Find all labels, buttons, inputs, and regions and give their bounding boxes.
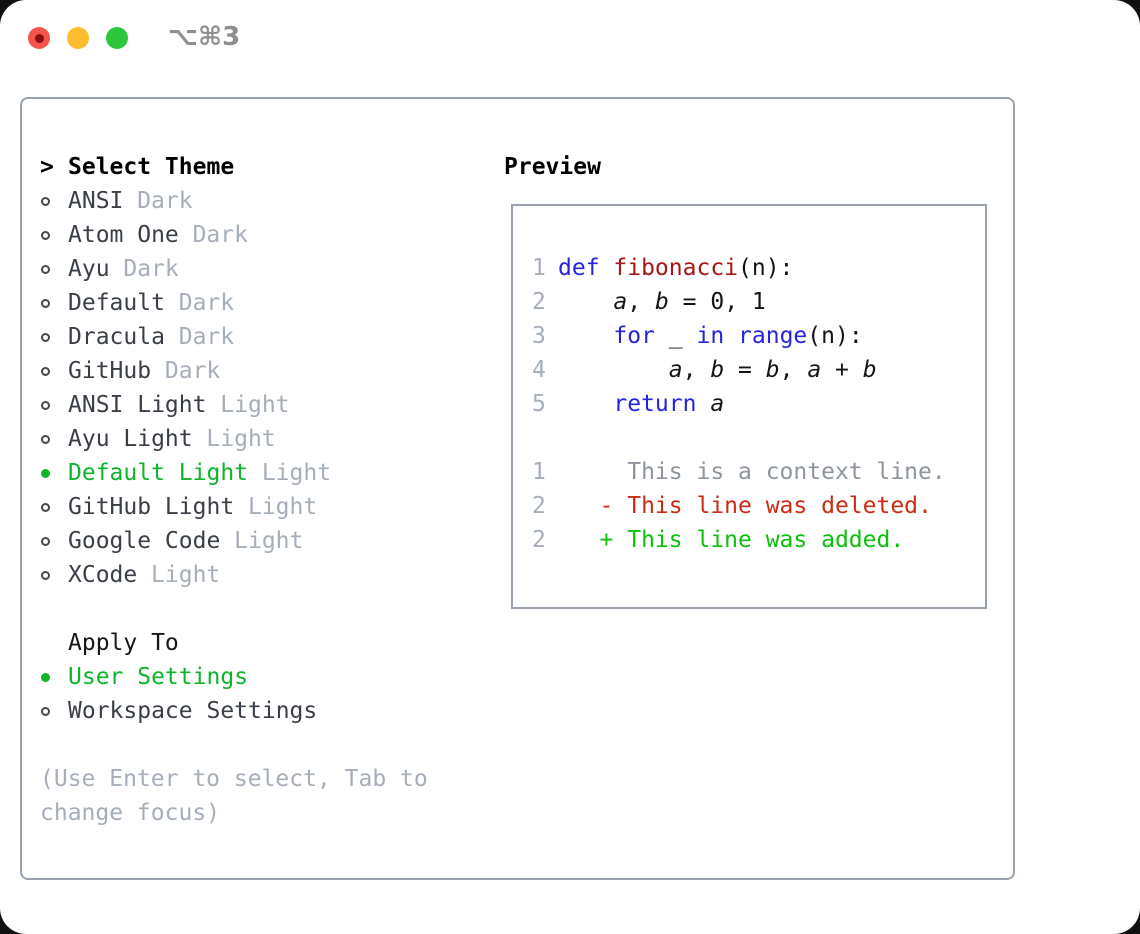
theme-option[interactable]: Ayu Light Light <box>40 422 452 456</box>
line-number: 2 <box>532 527 546 553</box>
radio-selected-icon <box>41 468 50 478</box>
titlebar: ⌥⌘3 <box>0 0 1140 97</box>
blank-line <box>532 421 985 455</box>
option-label: GitHub Light <box>68 494 235 520</box>
code-line: 5 return a <box>532 387 985 421</box>
spacer <box>40 728 452 762</box>
theme-option[interactable]: GitHub Dark <box>40 354 452 388</box>
theme-option[interactable]: XCode Light <box>40 558 452 592</box>
radio-icon <box>41 400 50 410</box>
line-number: 3 <box>532 323 546 349</box>
radio-icon <box>41 502 50 512</box>
code-line: 3 for _ in range(n): <box>532 319 985 353</box>
line-number: 1 <box>532 459 546 485</box>
diff-preview: 1 This is a context line.2 - This line w… <box>532 455 985 557</box>
theme-option[interactable]: Google Code Light <box>40 524 452 558</box>
apply-option[interactable]: Workspace Settings <box>40 694 452 728</box>
diff-line: 2 + This line was added. <box>532 523 985 557</box>
option-label: XCode <box>68 562 138 588</box>
option-label: Atom One <box>68 222 179 248</box>
theme-option[interactable]: Default Light Light <box>40 456 452 490</box>
theme-option[interactable]: GitHub Light Light <box>40 490 452 524</box>
minimize-button[interactable] <box>67 27 89 49</box>
option-label: Default <box>68 290 165 316</box>
select-theme-header-row: > Select Theme <box>40 150 452 184</box>
code-line: 4 a, b = b, a + b <box>532 353 985 387</box>
option-label: Default Light <box>68 460 249 486</box>
theme-option[interactable]: Ayu Dark <box>40 252 452 286</box>
theme-variant-tag: Light <box>151 562 221 588</box>
theme-option[interactable]: Atom One Dark <box>40 218 452 252</box>
option-label: User Settings <box>68 664 249 690</box>
line-number: 4 <box>532 357 546 383</box>
zoom-button[interactable] <box>106 27 128 49</box>
theme-variant-tag: Dark <box>192 222 248 248</box>
radio-icon <box>41 230 50 240</box>
diff-line: 1 This is a context line. <box>532 455 985 489</box>
theme-variant-tag: Light <box>206 426 276 452</box>
option-label: Ayu Light <box>68 426 193 452</box>
apply-to-title: Apply To <box>68 630 179 656</box>
radio-icon <box>41 298 50 308</box>
close-dot-icon <box>34 33 44 43</box>
theme-variant-tag: Light <box>220 392 290 418</box>
help-text: (Use Enter to select, Tab to change focu… <box>40 766 428 826</box>
theme-variant-tag: Dark <box>123 256 179 282</box>
theme-variant-tag: Dark <box>137 188 193 214</box>
option-label: Dracula <box>68 324 165 350</box>
preview-title: Preview <box>504 154 601 180</box>
line-number: 5 <box>532 391 546 417</box>
theme-variant-tag: Light <box>247 494 318 520</box>
spacer <box>40 592 452 626</box>
radio-icon <box>41 536 50 546</box>
theme-option[interactable]: ANSI Light Light <box>40 388 452 422</box>
window-shortcut-label: ⌥⌘3 <box>168 22 241 52</box>
theme-variant-tag: Light <box>261 460 332 486</box>
theme-option[interactable]: Default Dark <box>40 286 452 320</box>
option-label: ANSI Light <box>68 392 207 418</box>
radio-icon <box>41 332 50 342</box>
option-label: Google Code <box>68 528 221 554</box>
radio-icon <box>41 264 50 274</box>
radio-icon <box>41 366 50 376</box>
radio-icon <box>41 434 50 444</box>
apply-to-header-row: Apply To <box>40 626 452 660</box>
theme-variant-tag: Light <box>234 528 304 554</box>
code-line: 2 a, b = 0, 1 <box>532 285 985 319</box>
line-number: 2 <box>532 493 546 519</box>
option-label: Workspace Settings <box>68 698 318 724</box>
theme-variant-tag: Dark <box>178 290 235 316</box>
theme-variant-tag: Dark <box>178 324 235 350</box>
radio-selected-icon <box>41 672 50 682</box>
prompt-icon: > <box>40 154 54 180</box>
apply-option[interactable]: User Settings <box>40 660 452 694</box>
line-number: 1 <box>532 255 546 281</box>
diff-line: 2 - This line was deleted. <box>532 489 985 523</box>
radio-icon <box>41 570 50 580</box>
close-button[interactable] <box>28 27 50 49</box>
radio-icon <box>41 196 50 206</box>
theme-variant-tag: Dark <box>164 358 221 384</box>
theme-option[interactable]: ANSI Dark <box>40 184 452 218</box>
theme-option[interactable]: Dracula Dark <box>40 320 452 354</box>
line-number: 2 <box>532 289 546 315</box>
option-label: ANSI <box>68 188 124 214</box>
radio-icon <box>41 706 50 716</box>
select-theme-title: Select Theme <box>68 154 235 180</box>
option-label: GitHub <box>68 358 152 384</box>
option-label: Ayu <box>68 256 110 282</box>
